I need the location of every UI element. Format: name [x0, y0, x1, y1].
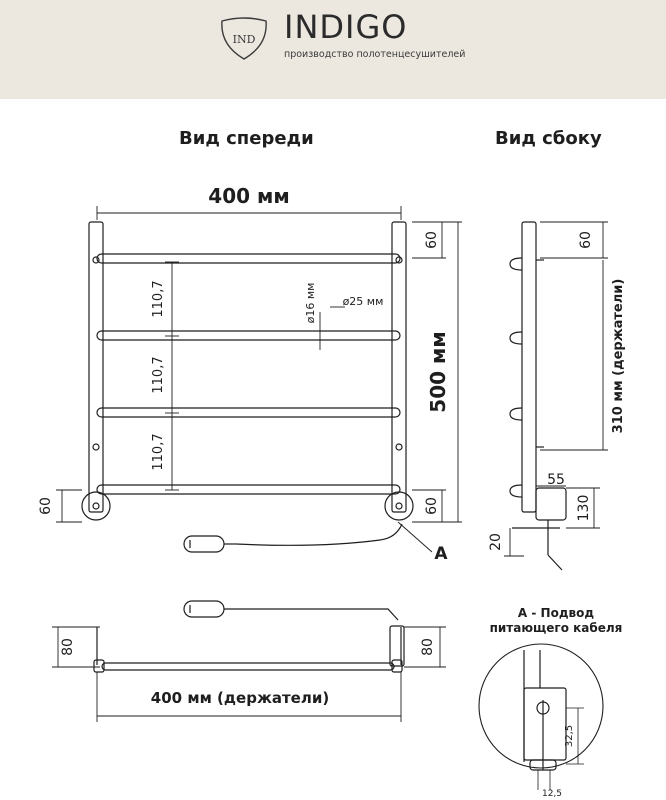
- logo-text: IND: [233, 33, 256, 46]
- rung-diameter-label: ø25 мм: [343, 295, 384, 308]
- logo-badge-icon: IND: [221, 17, 267, 60]
- left-bottom-cap: [81, 491, 111, 521]
- detail-title-line2: питающего кабеля: [490, 621, 623, 635]
- left-post: [88, 221, 104, 513]
- front-view-title: Вид спереди: [179, 128, 314, 149]
- brand-name: INDIGO: [284, 8, 408, 46]
- detail-marker-label: A: [434, 544, 448, 564]
- side-height-20-label: 20: [488, 533, 504, 551]
- right-bottom-cap: [384, 491, 414, 521]
- power-plug-icon: [183, 535, 236, 553]
- rung-spacing-2-label: 110,7: [151, 356, 166, 393]
- side-holders-label: 310 мм (держатели): [611, 279, 626, 434]
- front-width-label: 400 мм: [208, 184, 289, 208]
- rung-1: [96, 253, 401, 264]
- bottom-view-diagram: [52, 600, 446, 722]
- brand-tagline: производство полотенцесушителей: [284, 49, 466, 60]
- detail-a-diagram: [478, 643, 604, 790]
- front-view-diagram: [56, 206, 462, 553]
- front-bottom-offset-left-label: 60: [38, 497, 54, 515]
- brand-header: IND INDIGO производство полотенцесушител…: [0, 0, 666, 99]
- detail-horizontal-dim-label: 12,5: [542, 789, 562, 799]
- front-height-label: 500 мм: [426, 331, 450, 412]
- rung-spacing-3-label: 110,7: [151, 433, 166, 470]
- bottom-plug-icon: [183, 600, 225, 618]
- side-depth-label: 55: [547, 472, 565, 488]
- side-view-title: Вид сбоку: [495, 128, 602, 149]
- detail-circle: [478, 643, 604, 769]
- rung-4: [96, 484, 401, 495]
- bottom-left-depth-label: 80: [60, 638, 76, 656]
- detail-vertical-dim-label: 32,5: [564, 725, 575, 747]
- side-height-130-label: 130: [576, 495, 592, 522]
- rung-spacing-1-label: 110,7: [151, 280, 166, 317]
- side-post: [521, 221, 537, 513]
- rung-3: [96, 407, 401, 418]
- rung-2: [96, 330, 401, 341]
- right-post: [391, 221, 407, 513]
- side-view-diagram: [504, 221, 608, 571]
- front-top-offset-label: 60: [424, 231, 440, 249]
- detail-title-line1: A - Подвод: [518, 606, 594, 620]
- side-top-offset-label: 60: [578, 231, 594, 249]
- bottom-right-depth-label: 80: [420, 638, 436, 656]
- bottom-width-label: 400 мм (держатели): [151, 689, 329, 707]
- pipe-diameter-label: ø16 мм: [304, 283, 317, 324]
- front-bottom-offset-right-label: 60: [424, 497, 440, 515]
